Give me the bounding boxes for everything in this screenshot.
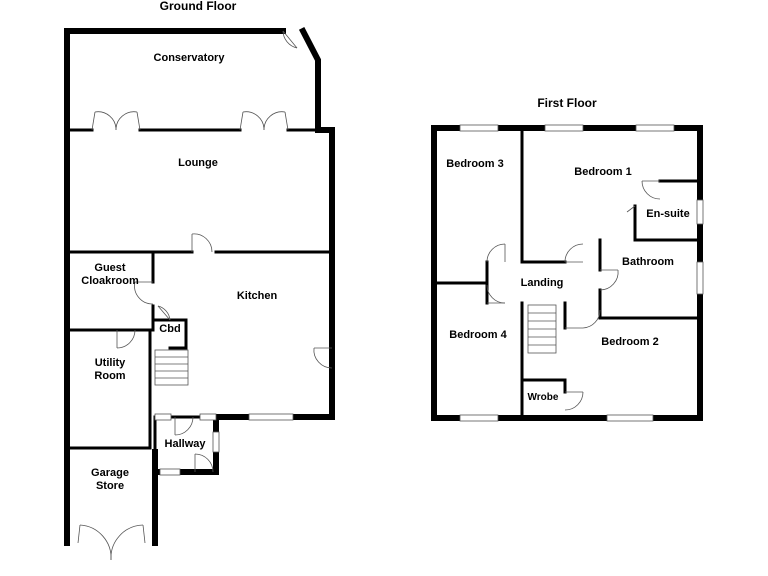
room-label-cbd: Cbd: [159, 323, 180, 335]
landing-stair-walls: [520, 301, 567, 420]
room-label-bedroom-1: Bedroom 1: [574, 166, 631, 178]
room-label-room: Room: [94, 370, 125, 382]
garage-walls: [64, 449, 158, 546]
ground-floor-windows: [154, 413, 294, 476]
room-label-bedroom-2: Bedroom 2: [601, 336, 658, 348]
room-label-hallway: Hallway: [165, 438, 207, 450]
room-label-lounge: Lounge: [178, 157, 218, 169]
first-floor-windows: [459, 124, 704, 422]
room-label-guest: Guest: [94, 262, 126, 274]
utility-walls: [65, 328, 152, 450]
room-label-en-suite: En-suite: [646, 208, 689, 220]
room-label-wrobe: Wrobe: [528, 392, 559, 403]
room-label-bedroom-4: Bedroom 4: [449, 329, 507, 341]
first-floor-stairs: [527, 304, 557, 354]
room-label-kitchen: Kitchen: [237, 290, 278, 302]
ground-floor-stairs: [154, 349, 189, 386]
room-label-conservatory: Conservatory: [154, 52, 226, 64]
room-label-bedroom-3: Bedroom 3: [446, 158, 503, 170]
bedroom3-landing-wall: [432, 260, 489, 285]
ground-floor-title: Ground Floor: [160, 0, 237, 13]
room-label-bathroom: Bathroom: [622, 256, 674, 268]
bedroom1-landing-wall: [520, 246, 567, 264]
bathroom-walls: [598, 238, 702, 320]
first-floor-doors: [486, 180, 661, 411]
ensuite-walls: [633, 179, 702, 242]
first-floor-title: First Floor: [537, 96, 597, 110]
room-label-garage: Garage: [91, 467, 129, 479]
ground-floor: Ground Floor: [64, 0, 335, 561]
ground-floor-doors: [77, 30, 333, 561]
room-label-store: Store: [96, 480, 124, 492]
room-label-cloakroom: Cloakroom: [81, 275, 139, 287]
room-label-landing: Landing: [521, 277, 564, 289]
wrobe-walls: [520, 378, 567, 394]
first-floor: First Floor: [431, 96, 704, 422]
first-floor-outer-walls: [431, 125, 703, 421]
room-label-utility: Utility: [95, 357, 126, 369]
